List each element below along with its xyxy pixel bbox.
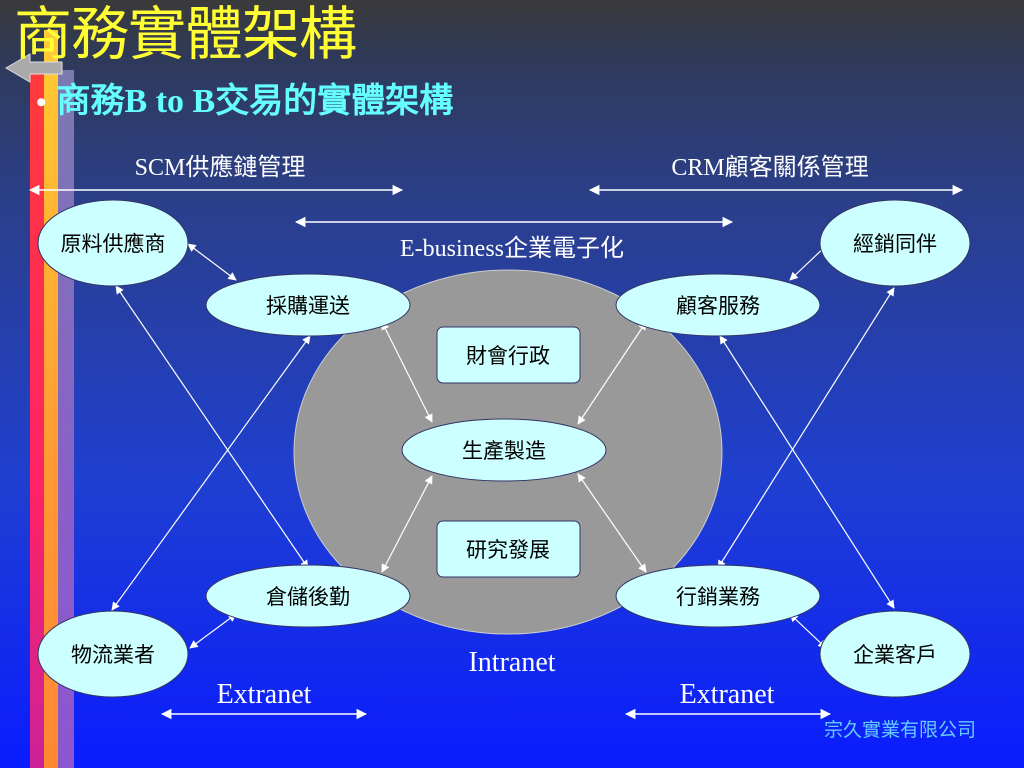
connector-procurement-logistics [111, 335, 311, 611]
back-arrow-icon [5, 53, 63, 83]
node-marketing-label: 行銷業務 [676, 585, 760, 609]
connector-procurement-production [381, 321, 433, 423]
company-footer: 宗久實業有限公司 [823, 719, 976, 741]
extranet-left-label: Extranet [217, 679, 312, 710]
node-customer-service-label: 顧客服務 [676, 294, 760, 318]
extranet-right-label: Extranet [680, 679, 775, 710]
node-procurement: 採購運送 [205, 273, 411, 337]
node-procurement-label: 採購運送 [266, 294, 350, 318]
node-accounting: 財會行政 [436, 326, 581, 384]
node-logistics: 物流業者 [37, 610, 189, 698]
connector-supplier-procurement [187, 243, 237, 281]
node-enterprise-customer-label: 企業客戶 [853, 643, 937, 667]
subtitle: • 商務B to B交易的實體架構 [36, 80, 453, 125]
connector-production-marketing [577, 473, 647, 573]
subtitle-text: 商務B to B交易的實體架構 [56, 83, 454, 120]
node-accounting-label: 財會行政 [466, 344, 550, 368]
node-warehouse-label: 倉儲後勤 [266, 585, 350, 609]
node-production-label: 生產製造 [462, 439, 546, 463]
node-production: 生產製造 [401, 418, 607, 482]
node-customer-service: 顧客服務 [615, 273, 821, 337]
connector-customerservice-production [577, 321, 647, 425]
connector-customerservice-enterprise [719, 335, 895, 609]
scm-label: SCM供應鏈管理 [135, 154, 306, 181]
node-rnd: 研究發展 [436, 520, 581, 578]
node-marketing: 行銷業務 [615, 564, 821, 628]
node-supplier: 原料供應商 [37, 199, 189, 287]
node-enterprise-customer: 企業客戶 [819, 610, 971, 698]
page-title: 商務實體架構 [14, 0, 357, 68]
node-warehouse: 倉儲後勤 [205, 564, 411, 628]
node-dealer: 經銷同伴 [819, 199, 971, 287]
node-dealer-label: 經銷同伴 [853, 232, 937, 256]
connector-production-warehouse [381, 475, 433, 573]
node-logistics-label: 物流業者 [71, 643, 155, 667]
node-rnd-label: 研究發展 [466, 538, 550, 562]
node-supplier-label: 原料供應商 [61, 232, 166, 256]
connector-logistics-warehouse [189, 613, 237, 649]
crm-label: CRM顧客關係管理 [671, 154, 868, 181]
connector-enterprise-marketing [789, 613, 827, 649]
decor-stripe-orange [44, 30, 58, 768]
bullet-icon: • [36, 86, 47, 119]
intranet-label: Intranet [468, 647, 555, 678]
ebusiness-label: E-business企業電子化 [400, 235, 624, 262]
